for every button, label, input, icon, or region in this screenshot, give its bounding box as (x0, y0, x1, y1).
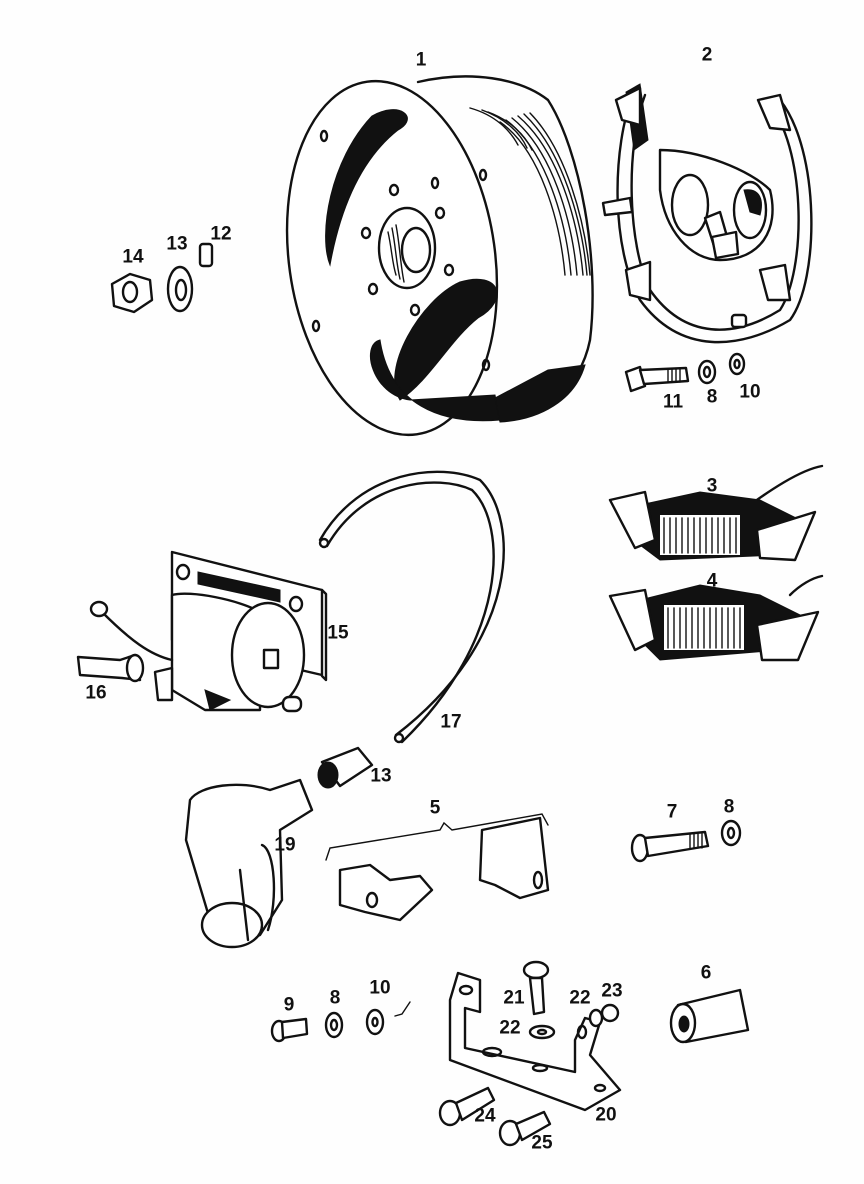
callout-23: 23 (601, 980, 623, 1002)
callout-17: 17 (440, 711, 462, 733)
flywheel-part (285, 75, 594, 437)
nut-23-part (600, 1003, 620, 1023)
callout-10-bottom: 10 (369, 977, 391, 999)
callout-8-mid: 8 (723, 796, 735, 818)
connector-16-part (76, 653, 145, 683)
callout-21: 21 (503, 987, 525, 1009)
flywheel-rim-shadow (494, 364, 586, 423)
callout-8-top: 8 (706, 386, 718, 408)
callout-2: 2 (701, 44, 713, 66)
callout-9: 9 (283, 994, 295, 1016)
lock-washer-8-top (697, 359, 717, 385)
callout-15: 15 (327, 622, 349, 644)
callout-14: 14 (122, 246, 144, 268)
flywheel-slot (325, 109, 408, 267)
hub-threads (387, 224, 405, 283)
callout-1: 1 (415, 49, 427, 71)
callout-13-mid: 13 (370, 765, 392, 787)
callout-13-top: 13 (166, 233, 188, 255)
lock-washer-8-mid (720, 819, 742, 847)
screw-24-part (438, 1086, 496, 1127)
callout-8-bottom: 8 (329, 987, 341, 1009)
plug-cap-19-part (184, 778, 314, 949)
callout-5: 5 (429, 797, 441, 819)
washer-22-right (588, 1008, 604, 1028)
callout-16: 16 (85, 682, 107, 704)
ht-lead-17-part (318, 470, 505, 744)
callout-25: 25 (531, 1132, 553, 1154)
flywheel-hub (377, 206, 437, 290)
sleeve-18-part (317, 746, 374, 789)
callout-22-a: 22 (569, 987, 591, 1009)
callout-20: 20 (595, 1104, 617, 1126)
flywheel-fins (469, 107, 591, 276)
callout-22-b: 22 (499, 1017, 521, 1039)
ignition-coil-15-part (89, 550, 328, 713)
woodruff-key-12-part (198, 242, 214, 268)
washer-10-bottom (365, 1001, 411, 1036)
callout-3: 3 (706, 475, 718, 497)
screw-25-part (498, 1110, 552, 1147)
screw-9-part (270, 1017, 309, 1043)
callout-10-top: 10 (739, 381, 761, 403)
callout-12: 12 (210, 223, 232, 245)
flywheel-slot (394, 278, 498, 401)
screw-7-part (630, 830, 710, 863)
callout-24: 24 (474, 1105, 496, 1127)
washer-22-centre (528, 1024, 556, 1040)
callout-4: 4 (706, 570, 718, 592)
hex-nut-14-part (110, 272, 154, 314)
lock-washer-8-bottom (324, 1011, 344, 1039)
callout-7: 7 (666, 801, 678, 823)
hex-bolt-11-part (624, 365, 690, 393)
condenser-6-part (669, 988, 750, 1044)
callout-6: 6 (700, 962, 712, 984)
flat-washer-13-part (166, 265, 194, 313)
coil-4-part (608, 574, 824, 662)
callout-11: 11 (662, 391, 684, 413)
coil-3-part (608, 464, 824, 562)
screw-21-part (522, 960, 550, 1016)
flywheel-bolt-holes (311, 129, 491, 372)
callout-19: 19 (274, 834, 296, 856)
contact-breaker-5-part (325, 813, 550, 922)
stator-plate-part (601, 83, 813, 344)
mounting-bracket-20-part (448, 971, 622, 1112)
washer-10-top (728, 352, 746, 376)
stator-pin (601, 196, 634, 217)
